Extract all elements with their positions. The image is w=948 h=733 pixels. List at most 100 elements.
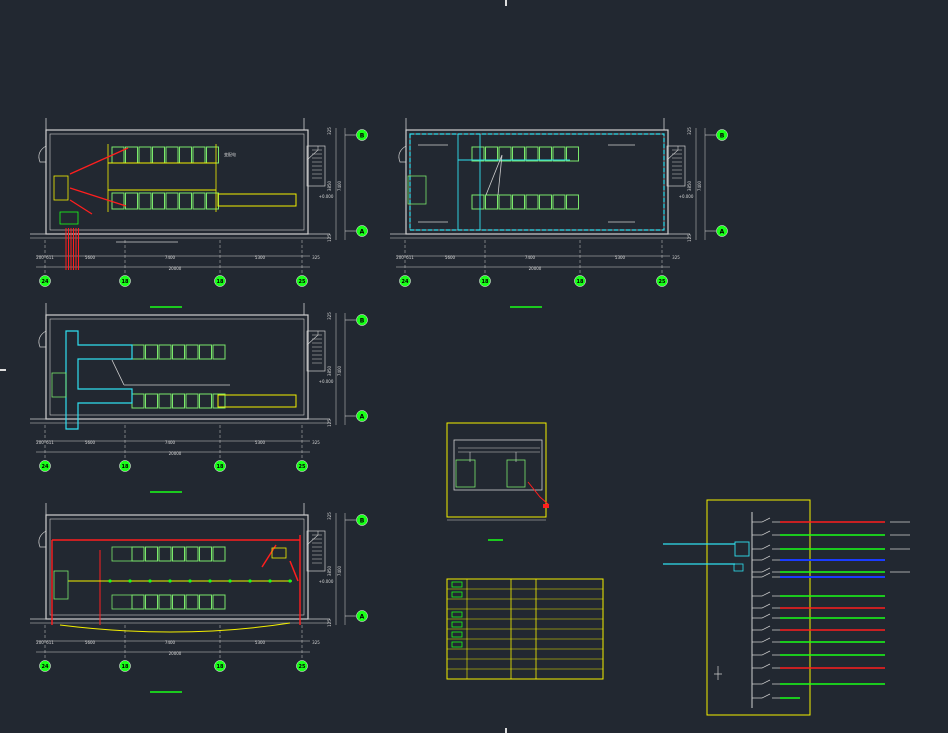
section-cabinet-1 xyxy=(455,459,476,488)
door-swing xyxy=(38,330,47,348)
dim-text: 5600 xyxy=(85,255,96,260)
legend-table[interactable] xyxy=(446,578,604,680)
light-fixture xyxy=(188,579,192,583)
lv-cabinet-2 xyxy=(485,194,498,210)
legend-symbol xyxy=(451,621,463,628)
section-duct xyxy=(458,447,540,462)
axis-bubble-a xyxy=(356,410,368,422)
grid-bubble xyxy=(296,275,308,287)
hv-cabinet-6 xyxy=(199,344,212,360)
grid-bubble-label: 18 xyxy=(122,464,129,470)
dim-text: 3850 xyxy=(687,180,692,191)
grid-bubble-label: 18 xyxy=(217,279,224,285)
dim-text: 7400 xyxy=(165,440,176,445)
lv-cabinet-2 xyxy=(145,594,158,610)
cable-route xyxy=(69,147,129,215)
transformer-bay xyxy=(217,193,297,207)
leader xyxy=(485,154,503,196)
dim-text: 611 xyxy=(46,640,54,645)
arrow-leader xyxy=(261,544,299,582)
light-fixture xyxy=(228,579,232,583)
dim-text: 125 xyxy=(327,419,332,427)
legend-symbol xyxy=(451,641,463,648)
sld-switch xyxy=(752,555,780,561)
grid-bubble xyxy=(296,460,308,472)
axis-bubble-b xyxy=(716,129,728,141)
dim-text: 200 xyxy=(396,255,404,260)
section-cabinet-2 xyxy=(506,459,526,488)
dim-text: 7400 xyxy=(165,640,176,645)
sld-switch xyxy=(752,650,780,656)
dim-text: 7400 xyxy=(525,255,536,260)
axis-label-a: A xyxy=(360,614,365,621)
dim-text: 7400 xyxy=(337,180,342,191)
dim-text: 200 xyxy=(36,440,44,445)
hv-cabinet-6 xyxy=(539,146,552,162)
elevation-tag: +0.000 xyxy=(679,194,694,199)
grid-bubble xyxy=(214,275,226,287)
lv-cabinet-3 xyxy=(138,192,152,210)
light-fixture xyxy=(148,579,152,583)
hv-cabinet-8 xyxy=(206,146,219,164)
hv-cabinet-5 xyxy=(185,344,199,360)
hv-cabinet-1 xyxy=(131,344,145,360)
light-fixture xyxy=(288,579,292,583)
sld-switch xyxy=(752,693,780,699)
door-swing xyxy=(398,145,407,163)
light-fixture xyxy=(208,579,212,583)
stair-door xyxy=(666,146,679,161)
dim-text: 3850 xyxy=(327,180,332,191)
dim-text: 5300 xyxy=(255,440,266,445)
grid-bubble-label: 18 xyxy=(577,279,584,285)
light-fixture xyxy=(248,579,252,583)
ground-conductor xyxy=(457,134,570,230)
hv-cabinet-2 xyxy=(485,146,498,162)
lv-cabinet-5 xyxy=(525,194,539,210)
hv-cabinet-4 xyxy=(172,344,185,360)
section-detail[interactable] xyxy=(446,422,550,541)
dim-text: 325 xyxy=(312,255,320,260)
door-swing xyxy=(38,145,47,163)
room-label: 变配电 xyxy=(224,151,236,157)
axis-bubble-a xyxy=(356,225,368,237)
single-line-diagram[interactable] xyxy=(663,499,910,716)
grid-bubble xyxy=(399,275,411,287)
dim-text: 3850 xyxy=(327,565,332,576)
sld-breaker xyxy=(733,563,744,572)
lv-cabinet-4 xyxy=(152,192,165,210)
stair xyxy=(306,530,326,572)
stair xyxy=(666,145,686,187)
light-fixture xyxy=(108,579,112,583)
sld-switch xyxy=(752,637,780,643)
note-line xyxy=(418,144,635,223)
dim-text: 3850 xyxy=(327,365,332,376)
lv-cabinet-7 xyxy=(552,194,566,210)
legend-symbol xyxy=(451,591,463,598)
dim-text: 20000 xyxy=(529,266,542,271)
grid-bubble xyxy=(119,460,131,472)
lv-cabinet-2 xyxy=(145,393,158,409)
lv-cabinet-1 xyxy=(111,192,125,210)
dim-text: 325 xyxy=(672,255,680,260)
grid-bubble xyxy=(119,275,131,287)
grid-bubble-label: 18 xyxy=(217,464,224,470)
hv-cabinet-5 xyxy=(165,146,179,164)
cabinet xyxy=(111,594,133,610)
axis-label-a: A xyxy=(360,229,365,236)
lv-cabinet-5 xyxy=(185,594,199,610)
sld-switch xyxy=(752,544,780,550)
dim-text: 20000 xyxy=(169,451,182,456)
grid-bubble-label: 18 xyxy=(122,279,129,285)
sld-switch xyxy=(752,603,780,609)
dim-text: 325 xyxy=(312,640,320,645)
hv-cabinet-3 xyxy=(498,146,512,162)
grid-bubble-label: 24 xyxy=(42,664,49,670)
lv-cabinet-3 xyxy=(158,393,172,409)
aux-panel xyxy=(407,175,427,205)
dim-text: 325 xyxy=(312,440,320,445)
